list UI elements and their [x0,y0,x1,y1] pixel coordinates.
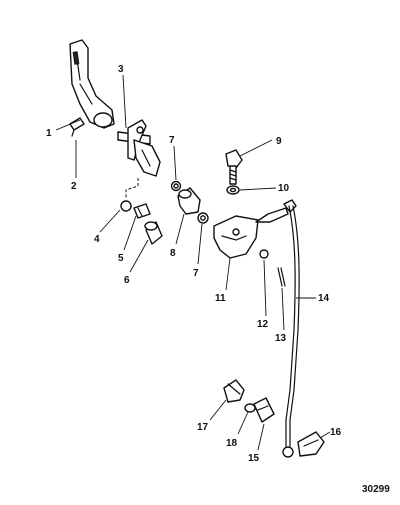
callout-18: 18 [226,438,238,449]
clip [253,397,275,423]
callout-1: 1 [46,128,52,139]
link-rod [282,199,300,458]
screw [223,379,245,403]
o-ring-lower [197,212,209,224]
callout-11: 11 [215,293,226,304]
bolt [225,149,243,185]
callout-14: 14 [318,293,330,304]
callout-16: 16 [330,427,342,438]
lever-arm [69,39,115,129]
bushing [177,187,201,215]
callout-15: 15 [248,453,260,464]
cotter-pin [277,267,286,287]
bracket [213,207,289,259]
sleeve [144,221,163,245]
callout-7-upper: 7 [169,135,175,146]
detent-collar [133,203,151,219]
ball [120,200,132,212]
callout-12: 12 [257,319,269,330]
callout-10: 10 [278,183,290,194]
link-end [297,431,325,457]
callout-9: 9 [276,136,282,147]
callout-5: 5 [118,253,124,264]
o-ring-upper [170,180,182,192]
washer [226,185,240,195]
callout-8: 8 [170,248,176,259]
shift-shaft [117,119,161,198]
callout-labels: 1 2 3 4 5 6 7 8 7 9 10 11 12 13 14 15 16… [46,64,390,495]
callout-17: 17 [197,422,209,433]
leader-lines [55,74,331,451]
lock-washer [244,403,256,413]
small-washer [259,249,269,259]
callout-4: 4 [94,234,100,245]
pin [69,117,85,137]
callout-13: 13 [275,333,287,344]
callout-6: 6 [124,275,130,286]
callout-2: 2 [71,181,77,192]
callout-3: 3 [118,64,124,75]
figure-number: 30299 [362,484,390,495]
callout-7-lower: 7 [193,268,199,279]
